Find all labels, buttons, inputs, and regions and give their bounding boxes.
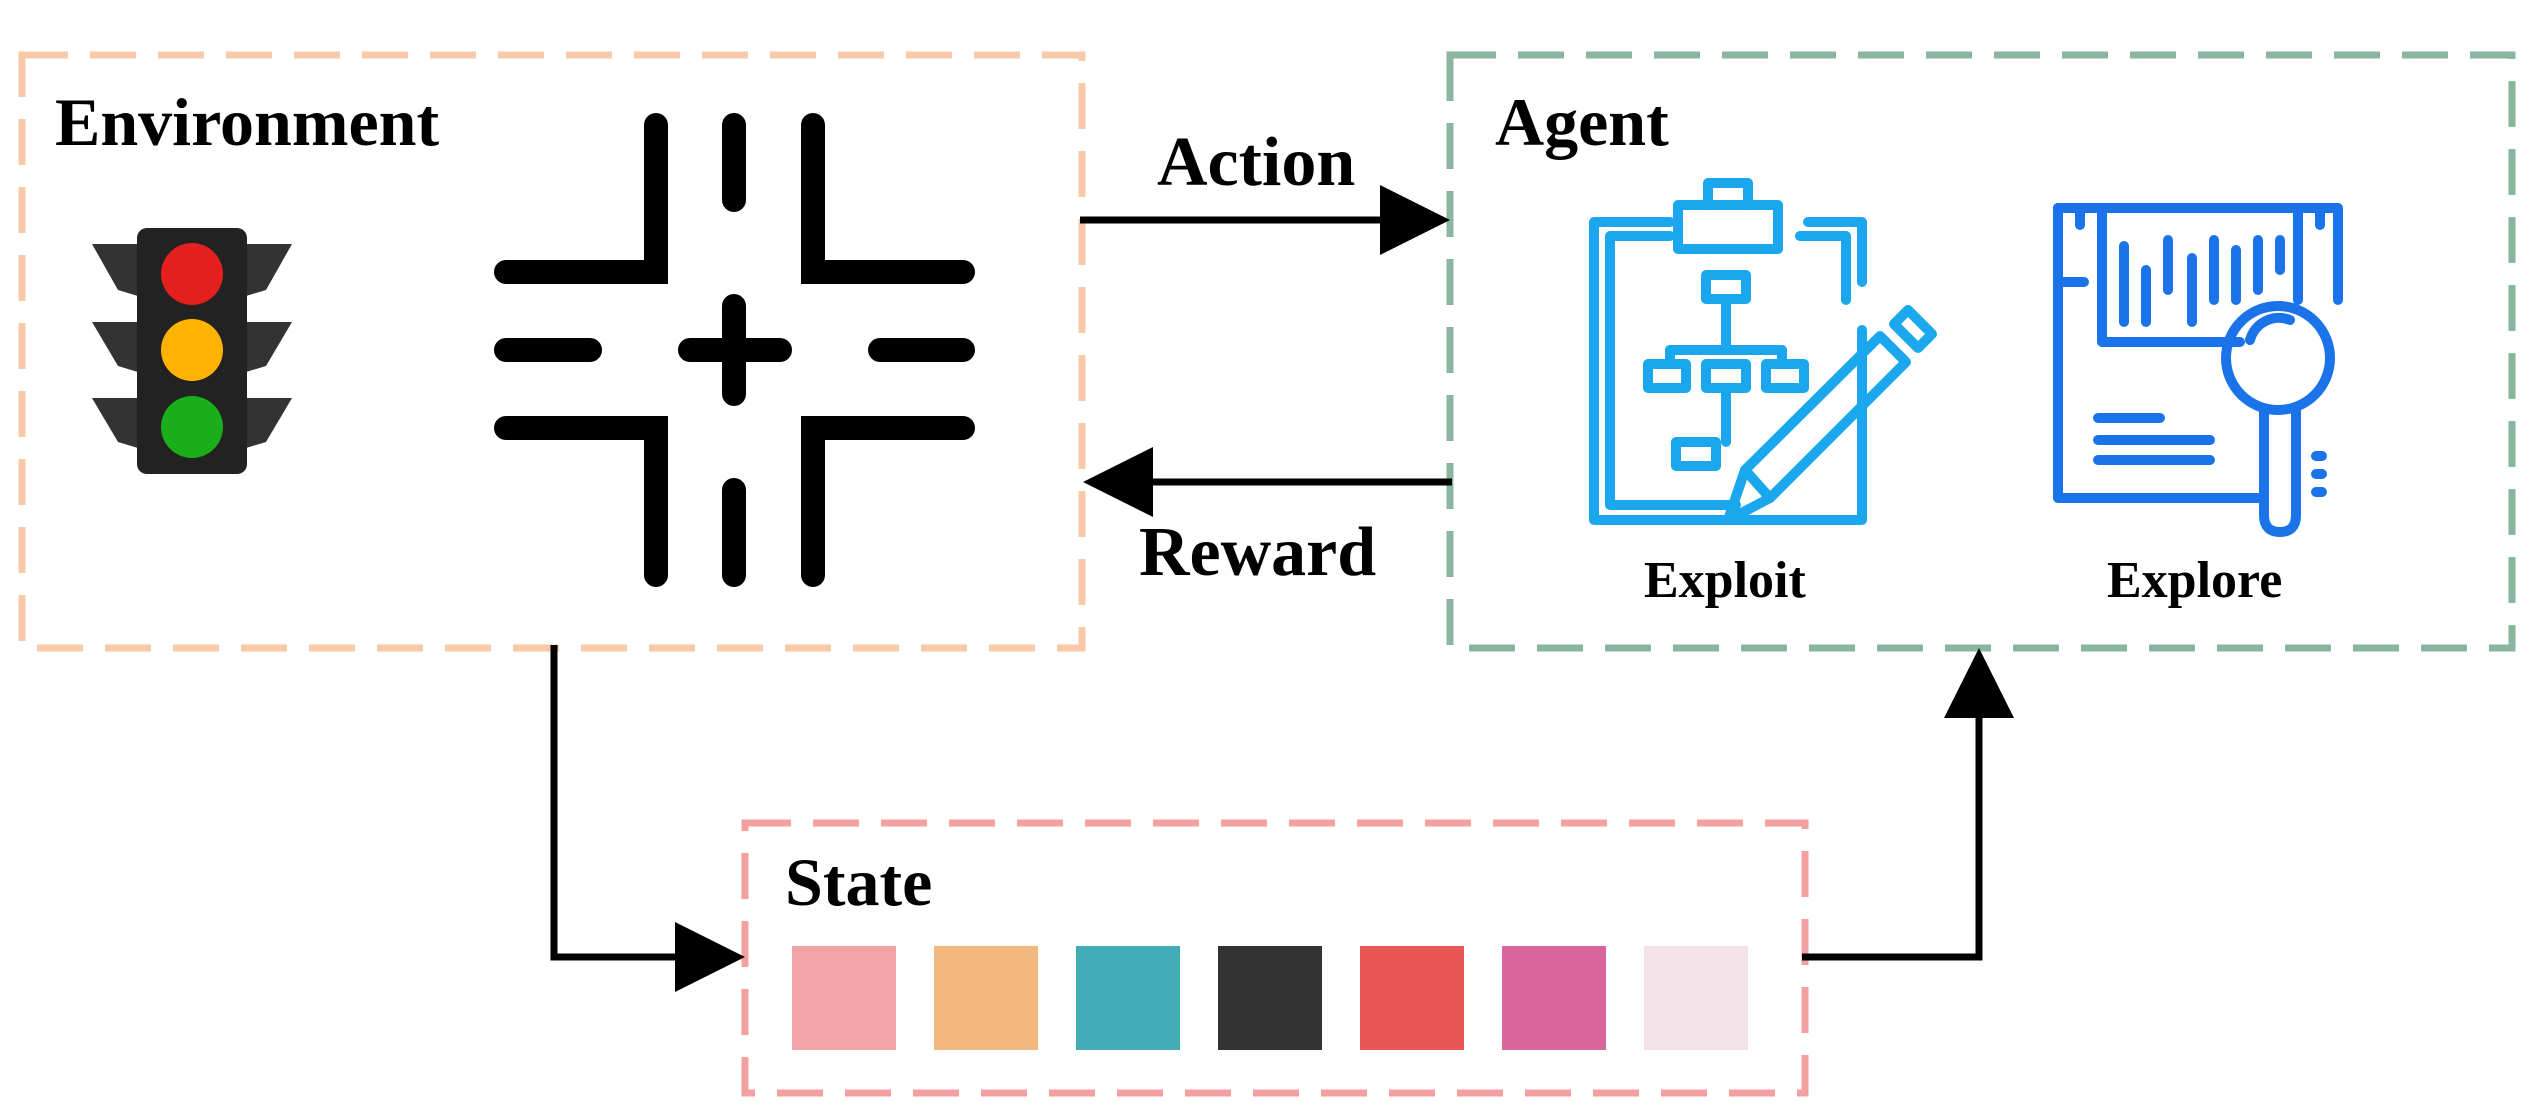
state-swatch [1076,946,1180,1050]
environment-title: Environment [55,84,440,160]
explore-label: Explore [2107,552,2283,609]
state-swatch [1218,946,1322,1050]
state-swatch [792,946,896,1050]
action-label: Action [1157,124,1356,201]
reward-label: Reward [1139,514,1377,591]
state-swatch [1360,946,1464,1050]
state-to-agent-arrow [1802,648,2014,961]
state-swatch [1502,946,1606,1050]
state-swatches [792,946,1748,1050]
exploit-label: Exploit [1644,552,1806,609]
red-light [161,243,223,305]
yellow-light [161,319,223,381]
green-light [161,396,223,458]
environment-to-state-arrow [550,645,745,992]
traffic-light-icon [92,228,292,474]
document-magnifier-icon [2053,203,2343,537]
clipboard-flowchart-pencil-icon [1589,178,1937,525]
agent-title: Agent [1495,84,1669,160]
intersection-icon [494,113,975,587]
state-swatch [1644,946,1748,1050]
state-title: State [785,844,933,920]
state-swatch [934,946,1038,1050]
